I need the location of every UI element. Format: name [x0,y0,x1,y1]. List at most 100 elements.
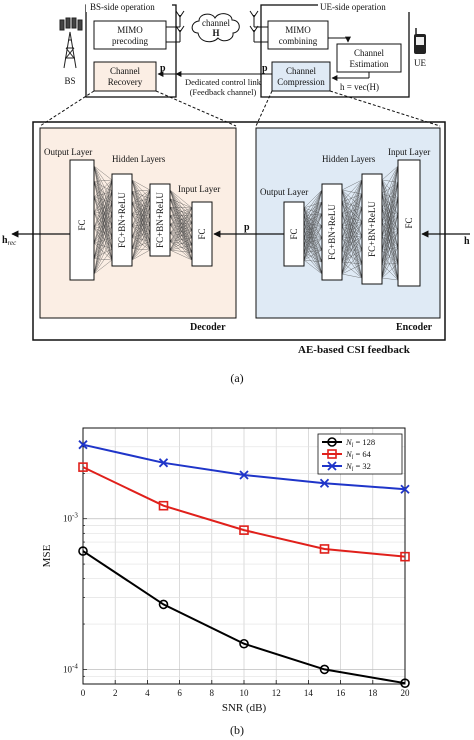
nn-connection [341,235,363,275]
decoder-title: Decoder [190,322,226,333]
nn-connection [93,242,113,249]
encoder-fc-in-label: FC [404,217,414,228]
channel-compression-line2: Compression [277,77,325,87]
channel-cloud-line1: channel [202,18,230,28]
nn-connection [131,179,151,216]
nn-connection [303,213,323,231]
nn-connection [169,249,193,261]
nn-connection [93,236,113,244]
nn-connection [303,259,323,275]
nn-connection [169,224,193,238]
nn-connection [341,179,363,263]
nn-connection [169,198,193,231]
nn-connection [169,198,193,253]
nn-connection [169,215,193,261]
x-tick-label: 4 [145,688,150,698]
zoom-line-left-2 [155,90,237,127]
nn-connection [93,191,113,275]
nn-connection [131,189,151,215]
nn-connection [303,213,323,216]
encoder-hidden-1-label: FC+BN+ReLU [327,204,337,260]
nn-connection [303,259,323,263]
data-point-circle [327,437,337,447]
nn-connection [169,215,193,251]
mimo-combining-line1: MIMO [285,25,311,35]
nn-connection [169,207,193,225]
feedback-p-ue: p [262,63,268,74]
nn-connection [341,221,363,275]
nn-connection [381,198,399,223]
nn-connection [169,224,193,253]
nn-connection [169,237,193,242]
nn-connection [93,237,113,259]
nn-connection [93,214,113,259]
nn-connection [93,181,113,192]
nn-connection [93,214,113,228]
nn-connection [93,202,113,275]
nn-connection [381,182,399,209]
nn-connection [341,207,363,263]
nn-connection [381,182,399,279]
channel-cloud-line2: H [212,28,219,38]
y-axis-label: MSE [41,544,53,567]
nn-connection [93,248,113,275]
bs-side-label: BS-side operation [90,2,155,12]
legend-label: Nl = 64 [345,449,372,461]
nn-connection [341,225,363,251]
nn-connection [341,237,363,279]
nn-connection [93,181,113,261]
zoom-line-right-1 [255,90,273,127]
nn-connection [131,198,151,249]
nn-connection [381,221,399,248]
nn-connection [341,179,363,251]
nn-connection [381,207,399,264]
nn-connection [303,201,323,246]
nn-connection [93,165,113,249]
y-tick-label: 10-4 [63,662,78,674]
nn-connection [131,179,151,199]
nn-connection [169,222,193,234]
decoder-hidden-layers-label: Hidden Layers [112,154,166,164]
encoder-input-layer-label: Input Layer [388,147,430,157]
nn-connection [131,215,151,238]
series-2 [78,440,410,494]
nn-connection [341,207,363,239]
nn-connection [131,232,151,238]
nn-connection [381,193,399,264]
channel-estimation-line1: Channel [354,48,384,58]
channel-estimation-box [336,43,402,73]
nn-connection [381,249,399,264]
nn-connection [93,237,113,275]
nn-connection [381,193,399,281]
data-point-circle [158,599,169,610]
nn-connection [341,249,363,265]
data-point-x [327,461,337,471]
channel-cloud-icon [191,13,240,43]
caption-a: (a) [230,371,243,385]
nn-connection [303,189,323,231]
nn-connection [303,213,323,246]
nn-connection [341,179,363,239]
nn-connection [381,249,399,281]
nn-connection [381,221,399,264]
nn-connection [93,181,113,215]
nn-connection [381,198,399,237]
nn-connection [381,235,399,248]
nn-connection [93,179,113,228]
nn-connection [131,198,151,226]
nn-connection [381,221,399,232]
nn-connection [93,259,113,275]
nn-connection [341,189,363,251]
nn-connection [341,221,363,239]
x-tick-label: 14 [304,688,314,698]
nn-connection [131,189,151,226]
nn-connection [169,232,193,246]
nn-connection [341,207,363,251]
data-point-circle [239,638,249,649]
nn-connection [341,213,363,279]
nn-connection [381,207,399,281]
nn-connection [381,165,399,251]
nn-connection [169,207,193,238]
nn-connection [381,182,399,251]
